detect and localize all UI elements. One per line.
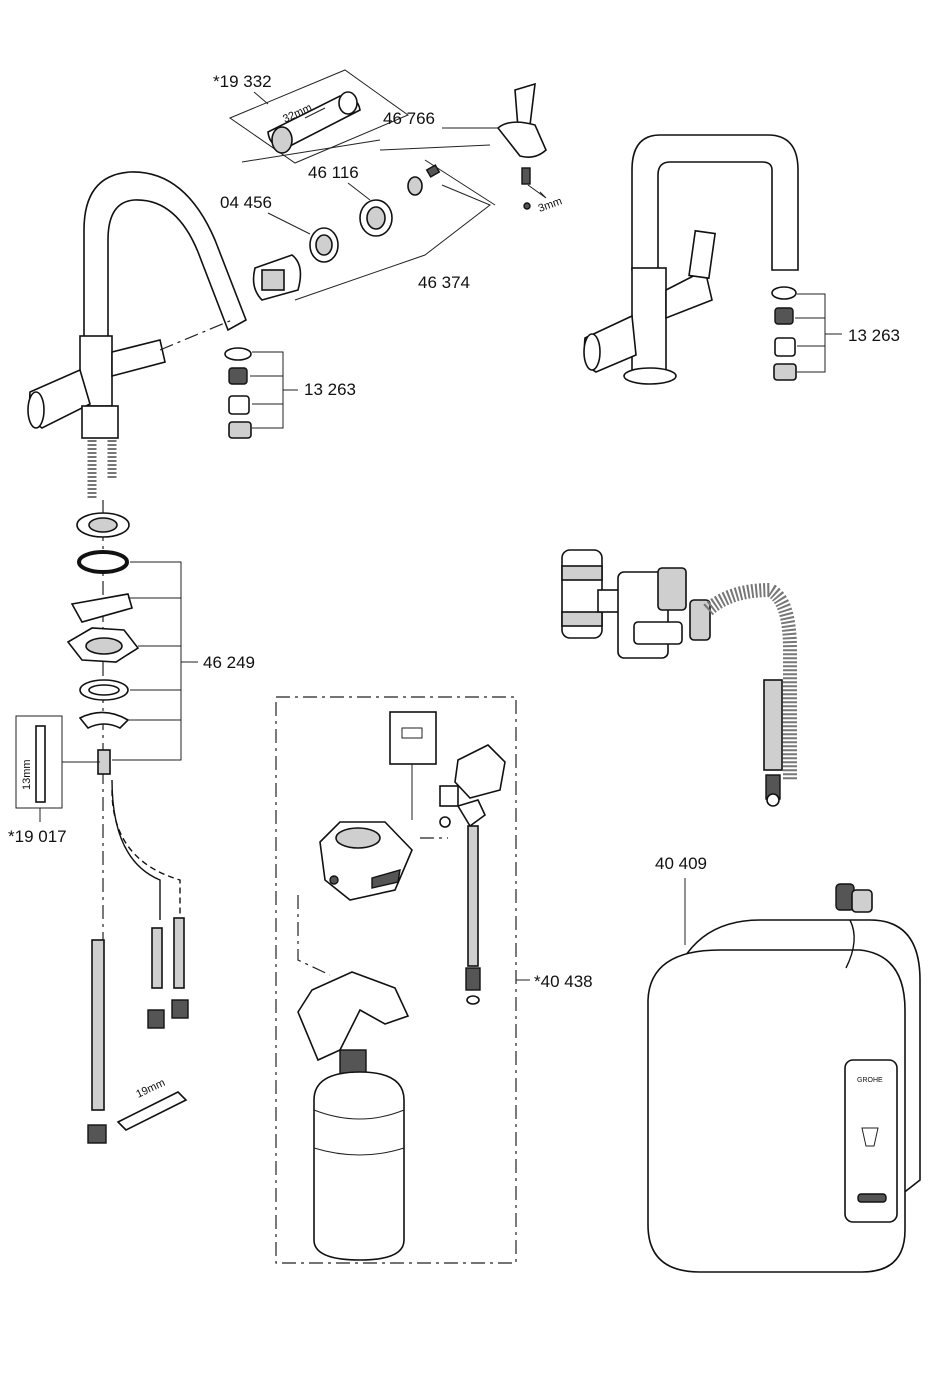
boiler-40409: GROHE	[648, 884, 920, 1272]
filter-kit-40438	[298, 712, 505, 1260]
lever-handle: 3mm	[498, 84, 564, 215]
spindle-parts	[254, 165, 440, 300]
label-46116: 46 116	[308, 163, 359, 182]
dim-13mm: 13mm	[21, 759, 33, 790]
brand-label: GROHE	[857, 1077, 883, 1084]
label-19017: *19 017	[8, 827, 67, 846]
dim-3mm: 3mm	[537, 195, 564, 215]
label-46374: 46 374	[418, 273, 470, 292]
dim-19mm: 19mm	[134, 1077, 167, 1101]
tap-right	[584, 135, 798, 384]
label-46766: 46 766	[383, 109, 435, 128]
mounting-kit-46249	[68, 513, 138, 774]
label-13263-right: 13 263	[848, 326, 900, 345]
label-40438: *40 438	[534, 972, 593, 991]
label-40409: 40 409	[655, 854, 707, 873]
label-46249: 46 249	[203, 653, 255, 672]
valve-assembly	[562, 550, 790, 806]
tool-19017: 13mm	[16, 716, 100, 808]
tap-left	[28, 172, 246, 438]
label-19332: *19 332	[213, 72, 272, 91]
aerator-left	[225, 348, 251, 438]
label-13263-left: 13 263	[304, 380, 356, 399]
label-04456: 04 456	[220, 193, 272, 212]
aerator-right	[772, 287, 796, 380]
